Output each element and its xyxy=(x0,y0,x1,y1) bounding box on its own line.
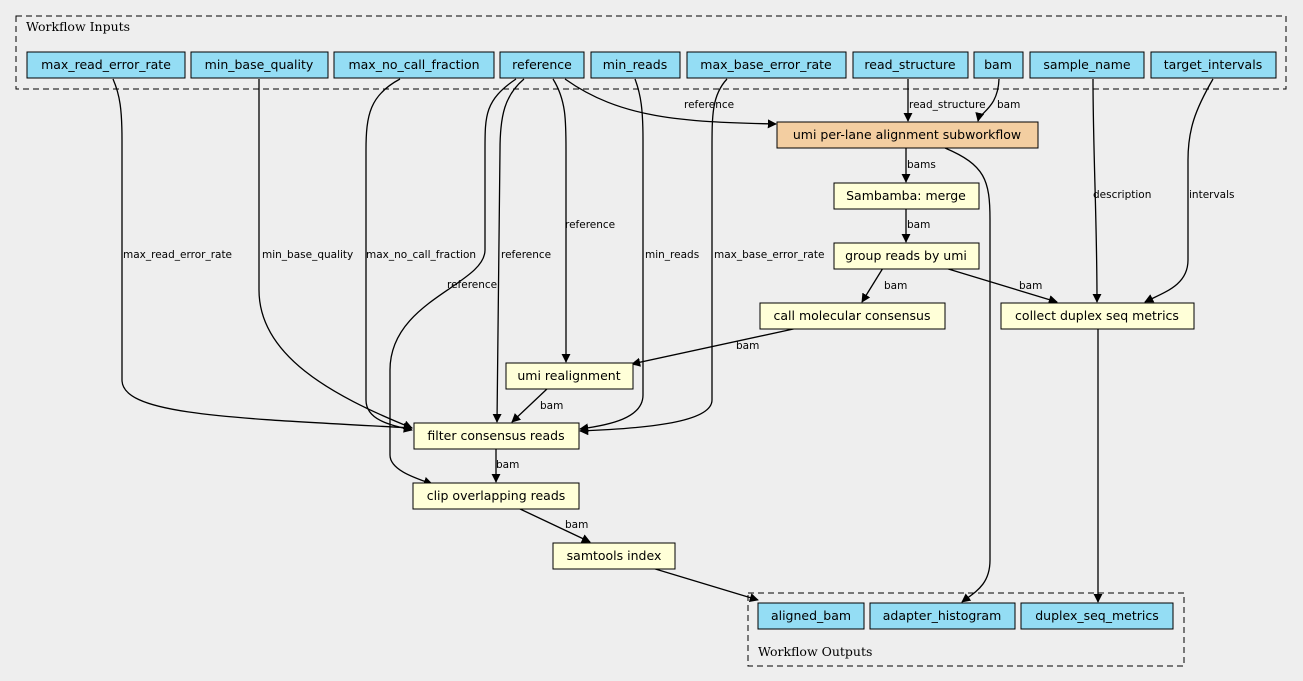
edge-label-merge-bam: bam xyxy=(907,219,930,231)
edge-group-consensus xyxy=(861,267,884,303)
input-max-base-error-rate-label: max_base_error_rate xyxy=(700,57,832,72)
output-duplex-seq-metrics[interactable]: duplex_seq_metrics xyxy=(1020,602,1174,630)
edge-label-reference: reference xyxy=(684,99,734,111)
edge-label-max-base-error-rate: max_base_error_rate xyxy=(714,249,824,261)
edge-group-metrics xyxy=(944,267,1058,304)
edge-label-description: description xyxy=(1093,189,1151,201)
edge-max-base-error-rate-filter xyxy=(579,78,728,436)
edge-max-read-error-rate-filter xyxy=(112,78,413,433)
edge-realignment-filter xyxy=(511,387,549,423)
edge-reference-alignment xyxy=(564,78,777,129)
step-collect-duplex-seq-metrics[interactable]: collect duplex seq metrics xyxy=(1000,302,1195,330)
edge-label-group-consensus-bam: bam xyxy=(884,280,907,292)
step-sambamba-merge-label: Sambamba: merge xyxy=(846,188,966,203)
edge-min-reads-filter xyxy=(579,78,644,433)
step-call-consensus-label: call molecular consensus xyxy=(774,308,931,323)
edge-label-read-structure: read_structure xyxy=(909,99,986,111)
edge-label-filter-bam: bam xyxy=(496,459,519,471)
input-bam-label: bam xyxy=(984,57,1012,72)
step-samtools-index[interactable]: samtools index xyxy=(552,542,676,570)
input-max-no-call-fraction[interactable]: max_no_call_fraction xyxy=(333,51,495,79)
edge-label-clip-bam: bam xyxy=(565,519,588,531)
edge-label-reference-realign: reference xyxy=(565,219,615,231)
workflow-inputs-cluster: Workflow Inputs xyxy=(15,15,1287,90)
input-max-no-call-fraction-label: max_no_call_fraction xyxy=(348,57,479,72)
input-max-read-error-rate[interactable]: max_read_error_rate xyxy=(26,51,186,79)
input-min-reads-label: min_reads xyxy=(603,57,667,72)
edge-alignment-adapter-histogram xyxy=(944,147,991,603)
step-group-reads-label: group reads by umi xyxy=(845,248,967,263)
input-bam[interactable]: bam xyxy=(973,51,1024,79)
step-group-reads-by-umi[interactable]: group reads by umi xyxy=(833,242,980,270)
edge-label-min-reads: min_reads xyxy=(645,249,699,261)
edge-label-intervals: intervals xyxy=(1189,189,1235,201)
edge-samtools-aligned-bam xyxy=(651,567,759,602)
edge-label-max-no-call-fraction: max_no_call_fraction xyxy=(366,249,476,261)
input-sample-name-label: sample_name xyxy=(1043,57,1130,72)
edge-clip-samtools xyxy=(517,507,591,543)
edge-reference-clip xyxy=(389,78,517,486)
step-umi-realignment-label: umi realignment xyxy=(517,368,620,383)
step-samtools-index-label: samtools index xyxy=(567,548,662,563)
input-read-structure-label: read_structure xyxy=(864,57,955,72)
edge-label-realign-bam: bam xyxy=(540,400,563,412)
edges: reference read_structure bam bams bam ba… xyxy=(112,78,1235,603)
edge-bam-alignment xyxy=(975,78,1000,122)
input-reference-label: reference xyxy=(512,57,572,72)
edge-min-base-quality-filter xyxy=(258,79,413,430)
step-call-molecular-consensus[interactable]: call molecular consensus xyxy=(759,302,946,330)
input-min-reads[interactable]: min_reads xyxy=(590,51,681,79)
step-umi-alignment-label: umi per-lane alignment subworkflow xyxy=(793,127,1021,142)
edge-label-min-base-quality: min_base_quality xyxy=(262,249,353,261)
output-adapter-histogram-label: adapter_histogram xyxy=(883,608,1002,623)
input-max-base-error-rate[interactable]: max_base_error_rate xyxy=(686,51,847,79)
input-max-read-error-rate-label: max_read_error_rate xyxy=(41,57,171,72)
edge-reference-realignment xyxy=(552,78,571,363)
edge-label-consensus-bam: bam xyxy=(736,340,759,352)
step-sambamba-merge[interactable]: Sambamba: merge xyxy=(833,182,980,210)
input-target-intervals-label: target_intervals xyxy=(1164,57,1262,72)
input-target-intervals[interactable]: target_intervals xyxy=(1150,51,1277,79)
workflow-outputs-cluster: Workflow Outputs xyxy=(747,592,1185,667)
workflow-inputs-label: Workflow Inputs xyxy=(26,19,130,34)
step-clip-overlapping-reads[interactable]: clip overlapping reads xyxy=(412,482,580,510)
step-umi-alignment-subworkflow[interactable]: umi per-lane alignment subworkflow xyxy=(776,121,1039,149)
output-aligned-bam[interactable]: aligned_bam xyxy=(757,602,865,630)
step-clip-reads-label: clip overlapping reads xyxy=(427,488,566,503)
input-reference[interactable]: reference xyxy=(499,51,585,79)
edge-consensus-realignment xyxy=(631,327,799,367)
edge-label-reference-filter: reference xyxy=(501,249,551,261)
workflow-outputs-label: Workflow Outputs xyxy=(758,644,872,659)
edge-reference-filter xyxy=(492,78,525,423)
edge-sample-name-metrics xyxy=(1092,78,1102,303)
edge-label-bams: bams xyxy=(907,159,936,171)
step-collect-metrics-label: collect duplex seq metrics xyxy=(1015,308,1179,323)
output-adapter-histogram[interactable]: adapter_histogram xyxy=(869,602,1016,630)
input-min-base-quality[interactable]: min_base_quality xyxy=(190,51,329,79)
output-duplex-seq-metrics-label: duplex_seq_metrics xyxy=(1035,608,1159,623)
edge-label-group-metrics-bam: bam xyxy=(1019,280,1042,292)
input-sample-name[interactable]: sample_name xyxy=(1029,51,1145,79)
edge-intervals-metrics xyxy=(1144,78,1214,303)
input-min-base-quality-label: min_base_quality xyxy=(205,57,314,72)
edge-label-bam: bam xyxy=(997,99,1020,111)
step-filter-reads-label: filter consensus reads xyxy=(427,428,564,443)
edge-label-max-read-error-rate: max_read_error_rate xyxy=(123,249,232,261)
step-filter-consensus-reads[interactable]: filter consensus reads xyxy=(413,422,580,450)
edge-label-reference-clip: reference xyxy=(447,279,497,291)
input-read-structure[interactable]: read_structure xyxy=(852,51,969,79)
step-umi-realignment[interactable]: umi realignment xyxy=(505,362,634,390)
output-aligned-bam-label: aligned_bam xyxy=(771,608,851,623)
